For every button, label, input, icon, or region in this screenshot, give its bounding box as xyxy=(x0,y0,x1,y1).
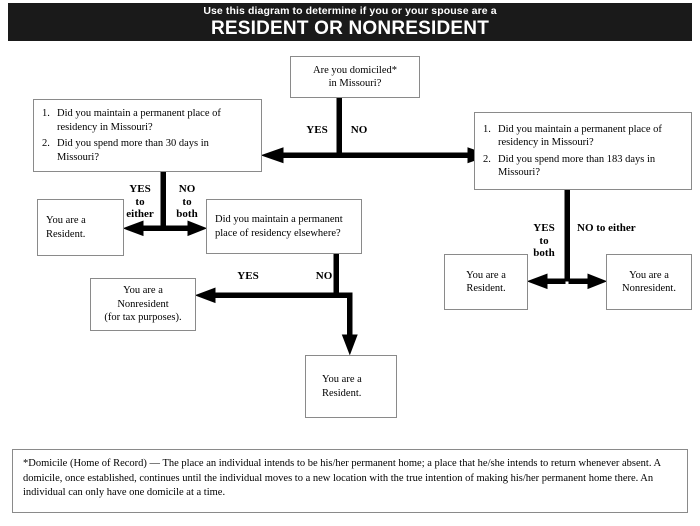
node-resident-bottom: You are a Resident. xyxy=(305,355,397,418)
node-nonresident-right: You are a Nonresident. xyxy=(606,254,692,310)
no-question-2: 2. Did you spend more than 183 days in M… xyxy=(483,153,683,180)
node-residency-elsewhere: Did you maintain a permanent place of re… xyxy=(206,199,362,254)
no-question-2-number: 2. xyxy=(483,153,491,165)
page-title: RESIDENT OR NONRESIDENT xyxy=(210,18,489,39)
yes-to-both-line-2: to xyxy=(539,234,549,247)
yes-to-both-line-3: both xyxy=(533,247,555,259)
no-to-both-line-2: to xyxy=(182,195,192,208)
yes-question-1-number: 1. xyxy=(42,108,50,119)
edge-label-yes-to-both: YES to both xyxy=(525,222,563,260)
node-nonresident-for-tax: You are a Nonresident (for tax purposes)… xyxy=(90,278,196,331)
elsewhere-line-2: place of residency elsewhere? xyxy=(215,227,341,239)
no-question-1-number: 1. xyxy=(483,123,491,135)
resident-left-line-1: You are a xyxy=(46,215,86,226)
resident-bottom-line-2: Resident. xyxy=(322,387,362,399)
no-question-1-text: Did you maintain a permanent place of re… xyxy=(498,123,662,149)
resident-right-line-1: You are a xyxy=(466,269,506,281)
no-to-both-line-1: NO xyxy=(178,183,196,195)
node-no-branch-questions: 1. Did you maintain a permanent place of… xyxy=(474,112,692,190)
elsewhere-line-1: Did you maintain a permanent xyxy=(215,214,343,225)
yes-to-either-line-3: either xyxy=(126,208,154,220)
edge-label-top-no: NO xyxy=(350,124,368,136)
node-are-you-domiciled: Are you domiciled* in Missouri? xyxy=(290,56,420,98)
nonresident-tax-line-2: Nonresident xyxy=(117,298,169,310)
yes-question-2: 2. Did you spend more than 30 days in Mi… xyxy=(42,137,253,164)
no-to-both-line-3: both xyxy=(176,208,198,220)
yes-question-2-number: 2. xyxy=(42,138,50,149)
node-resident-left: You are a Resident. xyxy=(37,199,124,256)
nonresident-right-line-1: You are a xyxy=(629,269,669,281)
yes-question-1: 1. Did you maintain a permanent place of… xyxy=(42,107,253,134)
footnote-domicile-definition: *Domicile (Home of Record) — The place a… xyxy=(12,449,688,513)
node-resident-right: You are a Resident. xyxy=(444,254,528,310)
yes-to-both-line-1: YES xyxy=(533,222,555,234)
nonresident-tax-line-3: (for tax purposes). xyxy=(104,312,182,324)
resident-left-line-2: Resident. xyxy=(46,228,86,240)
edge-label-lower-no: NO xyxy=(315,270,333,282)
resident-right-line-2: Resident. xyxy=(466,283,506,294)
page-header: Use this diagram to determine if you or … xyxy=(8,3,692,41)
yes-question-1-text: Did you maintain a permanent place of re… xyxy=(57,108,221,133)
edge-label-no-to-either: NO to either xyxy=(577,222,636,234)
header-subtitle: Use this diagram to determine if you or … xyxy=(203,5,497,17)
yes-to-either-line-2: to xyxy=(135,195,145,208)
edge-label-lower-yes: YES xyxy=(237,270,259,282)
nonresident-tax-line-1: You are a xyxy=(123,285,163,297)
start-line-2: in Missouri? xyxy=(328,78,382,89)
node-yes-branch-questions: 1. Did you maintain a permanent place of… xyxy=(33,99,262,172)
edge-label-yes-to-either: YES to either xyxy=(118,183,162,221)
edge-label-top-yes: YES xyxy=(306,124,328,136)
no-question-1: 1. Did you maintain a permanent place of… xyxy=(483,123,683,150)
yes-to-either-line-1: YES xyxy=(129,183,151,195)
yes-question-2-text: Did you spend more than 30 days in Misso… xyxy=(57,138,209,163)
nonresident-right-line-2: Nonresident. xyxy=(622,283,676,294)
no-question-2-text: Did you spend more than 183 days in Miss… xyxy=(498,153,656,179)
edge-label-no-to-both: NO to both xyxy=(168,183,206,221)
resident-bottom-line-1: You are a xyxy=(322,374,362,385)
start-line-1: Are you domiciled* xyxy=(313,64,397,76)
